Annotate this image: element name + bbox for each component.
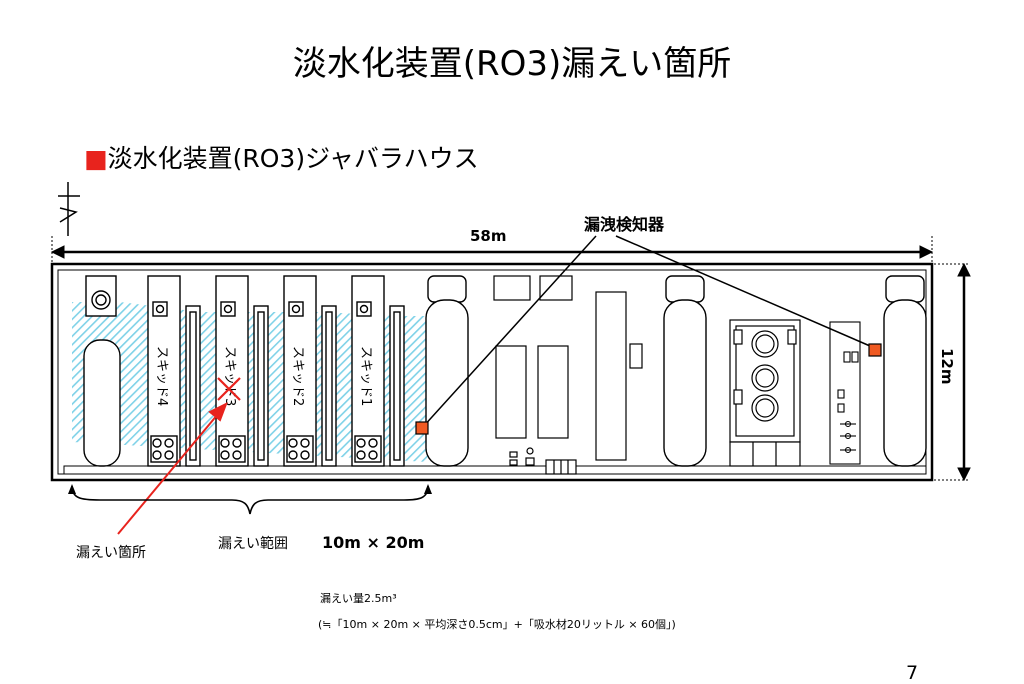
skid-4 <box>147 275 201 467</box>
jabara-house-outline <box>50 262 934 482</box>
leak-calculation: (≒「10m × 20m × 平均深さ0.5cm」+「吸水材20リットル × 6… <box>318 618 676 631</box>
leak-detector-2 <box>868 343 882 357</box>
leak-range-label: 漏えい範囲 <box>218 536 288 552</box>
skid-2 <box>283 275 337 467</box>
skid-label: スキッド2 <box>290 346 305 406</box>
filter-unit <box>729 319 801 467</box>
height-dimension <box>934 262 971 482</box>
middle-equipment <box>493 275 643 475</box>
leak-point-label: 漏えい箇所 <box>76 545 146 561</box>
width-label: 58m <box>470 227 507 245</box>
leak-point-marker <box>217 377 241 401</box>
leak-range-size: 10m × 20m <box>322 533 425 552</box>
bullet-square: ■ <box>84 144 108 173</box>
detector-leader-lines <box>421 235 871 429</box>
skid-label: スキッド4 <box>154 346 169 406</box>
leak-amount: 漏えい量2.5m³ <box>320 592 397 605</box>
leak-point-arrow <box>117 401 228 535</box>
section-heading-text: 淡水化装置(RO3)ジャバラハウス <box>107 144 479 173</box>
page-number: 7 <box>906 662 919 684</box>
leak-detector-label: 漏洩検知器 <box>584 215 665 234</box>
skid-group <box>147 275 405 467</box>
height-label: 12m <box>938 348 956 385</box>
control-panel <box>829 321 861 465</box>
section-heading: ■淡水化装置(RO3)ジャバラハウス <box>84 139 479 175</box>
leak-range-brace <box>71 485 429 515</box>
width-dimension <box>50 236 934 262</box>
page-title: 淡水化装置(RO3)漏えい箇所 <box>292 44 732 84</box>
leak-detector-1 <box>415 421 429 435</box>
skid-1 <box>351 275 405 467</box>
skid-label: スキッド3 <box>222 346 237 406</box>
tank-b <box>663 275 707 467</box>
left-tank <box>83 275 121 467</box>
north-arrow-icon <box>58 182 80 236</box>
skid-3 <box>215 275 269 467</box>
tank-a <box>425 275 469 467</box>
tank-c <box>883 275 927 467</box>
skid-label: スキッド1 <box>358 346 373 406</box>
